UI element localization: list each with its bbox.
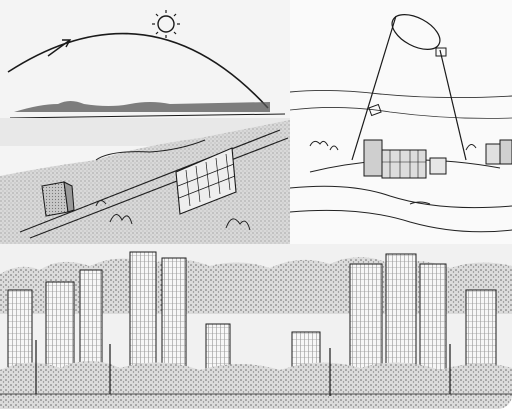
land [0, 120, 290, 244]
light-cone-panel [290, 0, 512, 244]
cone-trees [309, 140, 477, 151]
tower-skyline-panel [0, 244, 512, 409]
light-cone-sketch [290, 0, 512, 244]
road [19, 129, 281, 233]
tree-trunks [35, 340, 451, 396]
arrow-icon [47, 39, 72, 57]
trees [95, 200, 251, 231]
sun-path-panel [0, 0, 290, 244]
cone-buildings [363, 139, 512, 179]
tower-skyline-sketch [0, 244, 512, 409]
sun-arc [7, 32, 269, 109]
tree-canopy [0, 257, 512, 314]
sun-icon [152, 10, 180, 38]
light-cone [351, 14, 467, 161]
distant-hills [14, 101, 270, 112]
slab-building-small [41, 181, 75, 217]
foreground-foliage [0, 361, 512, 409]
slab-building-large [175, 147, 237, 215]
sun-path-sketch [0, 0, 290, 244]
